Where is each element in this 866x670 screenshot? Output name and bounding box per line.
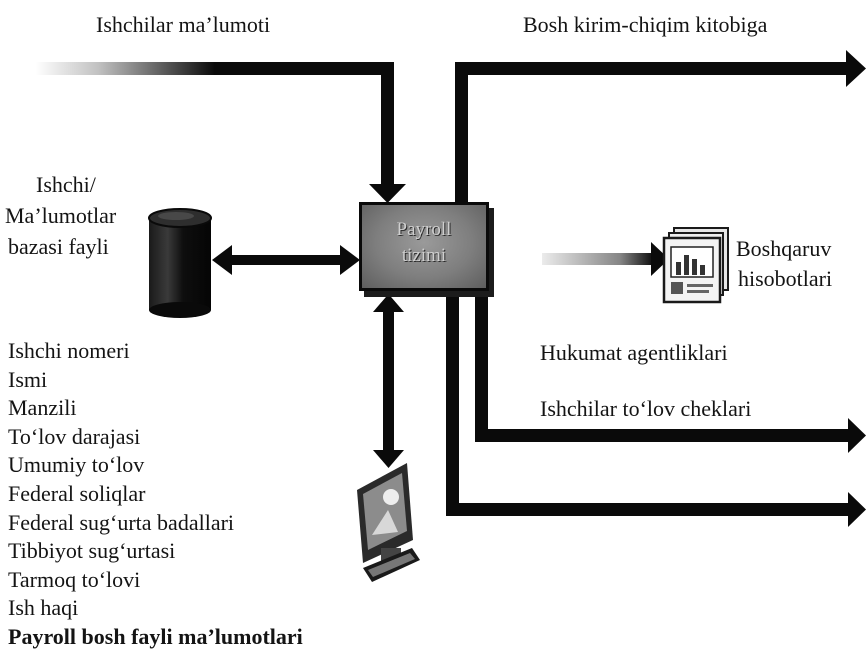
field-name: Ismi: [8, 366, 48, 392]
general-ledger-output-arrow: [455, 50, 866, 203]
terminal-double-arrow: [373, 294, 404, 468]
report-documents-icon: [662, 227, 729, 304]
paychecks-output-arrow: [475, 290, 866, 453]
government-output-arrow: [446, 290, 866, 527]
master-file-caption: Payroll bosh fayli ma’lumotlari: [8, 623, 303, 649]
field-address: Manzili: [8, 395, 77, 421]
general-ledger-label: Bosh kirim-chiqim kitobiga: [523, 12, 768, 37]
database-double-arrow: [212, 245, 360, 275]
employee-data-label: Ishchilar ma’lumoti: [96, 12, 271, 37]
field-salary: Ish haqi: [8, 595, 79, 621]
master-file-field-list: Ishchi nomeri Ismi Manzili To‘lov daraja…: [8, 337, 303, 652]
payroll-system-label-line2: tizimi: [401, 245, 447, 266]
reports-label-line2: hisobotlari: [738, 266, 833, 291]
field-gross-pay: Umumiy to‘lov: [8, 452, 145, 478]
government-agencies-label: Hukumat agentliklari: [540, 340, 728, 365]
database-label-line1: Ishchi/: [36, 172, 96, 197]
employee-data-input-arrow: [35, 62, 406, 203]
database-cylinder-icon: [148, 208, 212, 318]
reports-input-arrow: [542, 242, 669, 276]
field-union-dues: Tarmoq to‘lovi: [8, 566, 141, 592]
field-pay-rate: To‘lov darajasi: [8, 423, 141, 449]
database-label-line2: Ma’lumotlar: [5, 203, 117, 228]
database-label-line3: bazasi fayli: [8, 234, 109, 259]
field-federal-taxes: Federal soliqlar: [8, 480, 146, 506]
payroll-system-label-line1: Payroll: [396, 219, 452, 240]
field-federal-insurance: Federal sug‘urta badallari: [8, 509, 235, 535]
field-employee-number: Ishchi nomeri: [8, 338, 130, 363]
payroll-system-box: Payroll tizimi: [359, 202, 489, 291]
employee-paychecks-label: Ishchilar to‘lov cheklari: [540, 396, 752, 421]
computer-monitor-icon: [357, 463, 420, 582]
field-medical-insurance: Tibbiyot sug‘urtasi: [8, 538, 176, 564]
reports-label-line1: Boshqaruv: [736, 236, 832, 261]
